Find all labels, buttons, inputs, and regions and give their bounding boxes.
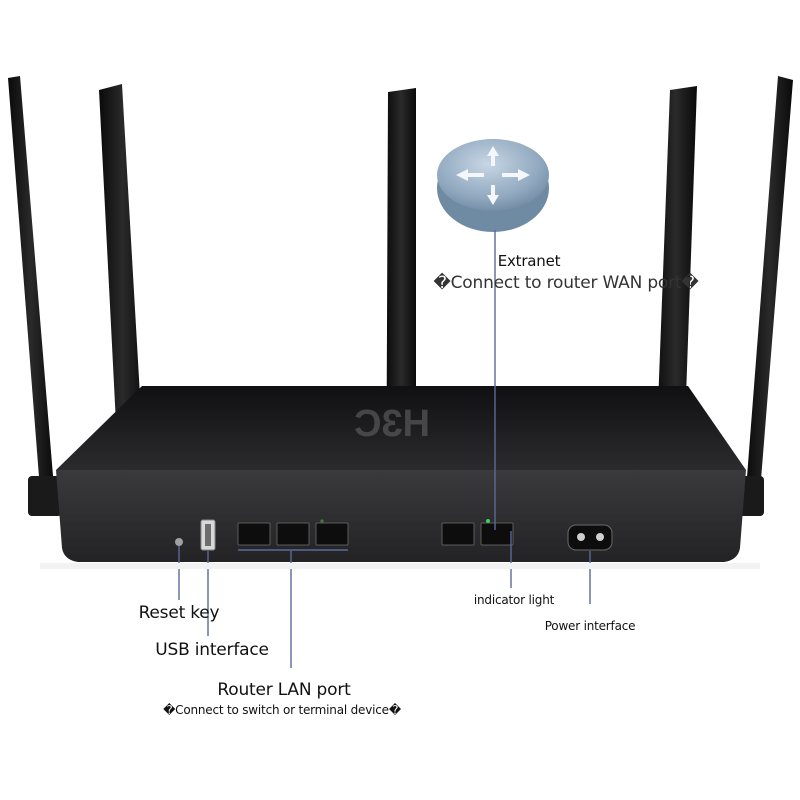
antenna-far-right [746,76,793,492]
antenna-far-left [8,76,54,490]
label-indicator: indicator light [473,593,555,607]
label-usb: USB interface [155,640,269,660]
lan-port-1[interactable] [237,522,271,546]
power-socket[interactable] [567,524,613,551]
leader-lines [178,230,591,668]
label-power: Power interface [544,619,636,633]
brand-logo: H3C [354,403,430,445]
extranet-router-icon [437,139,549,232]
wan-ports [441,519,514,546]
lan-port-2[interactable] [276,522,310,546]
label-extranet-sub: �Connect to router WAN port� [433,273,699,293]
wan-port-2[interactable] [480,522,514,546]
router-top [56,386,746,470]
reset-hole[interactable] [175,538,183,546]
label-lan: Router LAN port [217,680,351,700]
label-lan-sub: �Connect to switch or terminal device� [163,703,401,717]
lan-port-3[interactable] [315,522,349,546]
label-extranet: Extranet [497,252,561,270]
lan-ports [237,519,349,546]
wan-port-1[interactable] [441,522,475,546]
label-reset: Reset key [138,603,220,623]
router-body: H3C [56,386,746,562]
indicator-led [486,519,490,523]
